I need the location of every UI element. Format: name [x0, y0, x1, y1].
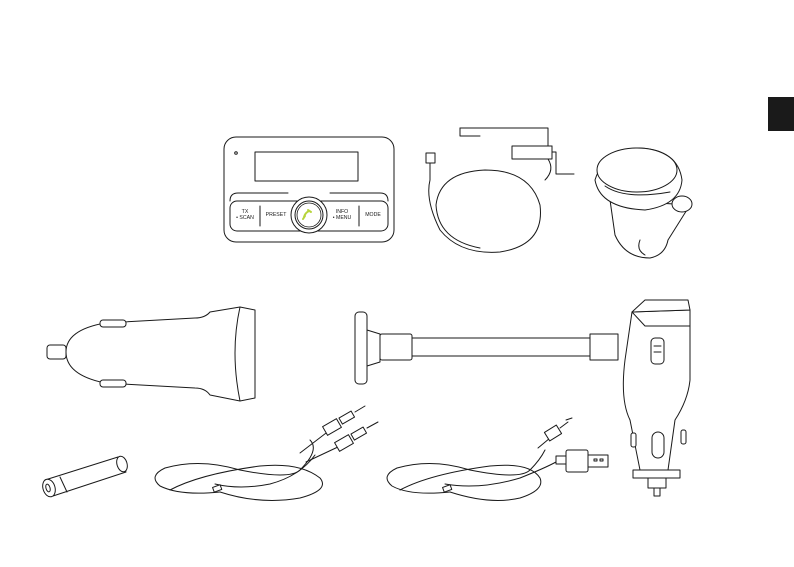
fm-transmitter — [224, 137, 394, 242]
antenna-cable — [426, 128, 574, 252]
usb-cable — [387, 418, 608, 500]
aux-cable — [155, 406, 378, 500]
info-menu-label-line2: • MENU — [328, 215, 356, 221]
mode-button: MODE — [361, 212, 385, 218]
preset-button: PRESET — [262, 212, 290, 218]
preset-label: PRESET — [262, 212, 290, 218]
magnetic-mount — [595, 148, 692, 258]
battery — [41, 455, 129, 498]
tx-scan-label-line2: • SCAN — [232, 215, 258, 221]
car-charger — [47, 307, 255, 401]
info-menu-button: INFO • MENU — [328, 209, 356, 221]
gooseneck-holder — [355, 312, 618, 384]
mode-label: MODE — [361, 212, 385, 218]
lighter-adapter — [623, 300, 690, 496]
tx-scan-button: TX • SCAN — [232, 209, 258, 221]
